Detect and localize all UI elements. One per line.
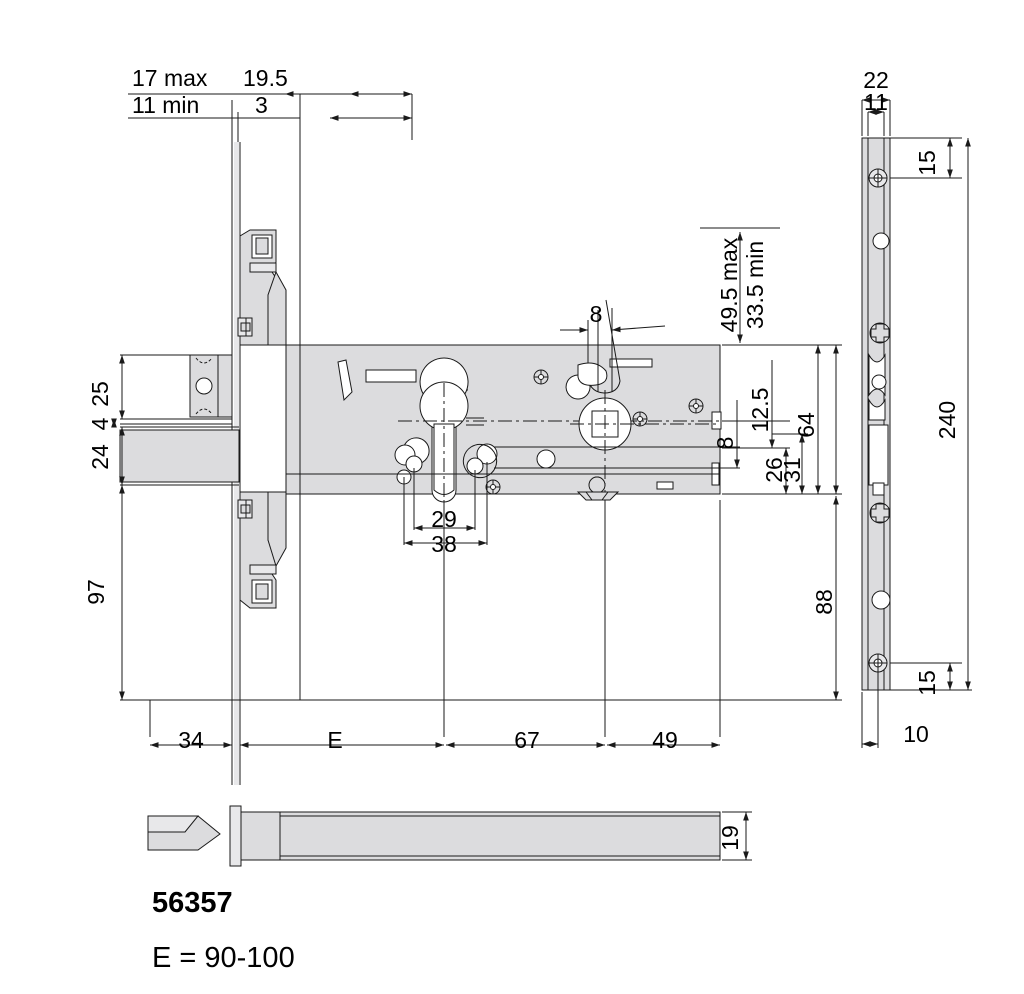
backset-note: E = 90-100 xyxy=(152,942,295,974)
inner-dim-8 xyxy=(560,325,666,333)
lock-case-body xyxy=(285,344,721,495)
dim-E: E xyxy=(327,727,342,753)
lower-hook-bolt xyxy=(237,491,287,609)
dim-19: 19 xyxy=(717,825,743,851)
dim-3: 3 xyxy=(255,92,268,118)
dim-34: 34 xyxy=(178,727,204,753)
dim-8-top: 8 xyxy=(590,301,603,327)
dim-97: 97 xyxy=(83,579,109,605)
dim-38: 38 xyxy=(431,531,457,557)
screw-head-5 xyxy=(485,479,501,495)
dim-67: 67 xyxy=(514,727,540,753)
dim-22: 22 xyxy=(863,67,889,93)
dim-12-5: 12.5 xyxy=(747,388,773,433)
dim-49-5max: 49.5 max xyxy=(716,237,742,332)
dim-11min: 11 min xyxy=(132,92,199,118)
bottom-dimension-lines xyxy=(149,500,740,748)
screw-head-4 xyxy=(688,398,704,414)
dim-49: 49 xyxy=(652,727,678,753)
dim-24: 24 xyxy=(87,444,113,470)
right-dimension-lines xyxy=(690,227,842,701)
dim-15-top: 15 xyxy=(914,150,940,176)
faceplate-screw-2 xyxy=(869,322,891,344)
follower-square-hole xyxy=(570,390,720,500)
dim-64: 64 xyxy=(793,412,819,438)
pin-holes-right xyxy=(462,443,498,479)
top-dimension-lines xyxy=(128,91,413,700)
dim-10: 10 xyxy=(903,721,929,747)
dim-240: 240 xyxy=(934,401,960,439)
dim-31: 31 xyxy=(779,457,805,483)
dim-29: 29 xyxy=(431,506,457,532)
dim-8-right: 8 xyxy=(712,437,738,450)
dim-25: 25 xyxy=(87,381,113,407)
faceplate-screw-bottom xyxy=(868,653,888,673)
screw-head-3 xyxy=(632,411,648,427)
bottom-anchor xyxy=(576,476,620,501)
dim-15-bottom: 15 xyxy=(914,670,940,696)
dim-33-5min: 33.5 min xyxy=(742,241,768,329)
plan-view xyxy=(147,805,752,867)
frame-bracket xyxy=(119,354,240,486)
product-code: 56357 xyxy=(152,887,233,919)
lever-linkage xyxy=(565,299,621,400)
faceplate-screw-top xyxy=(868,168,888,188)
lock-case-internals xyxy=(286,299,722,503)
screw-head-2 xyxy=(533,369,549,385)
dim-88: 88 xyxy=(811,589,837,615)
faceplate-screw-3 xyxy=(869,502,891,524)
dim-4: 4 xyxy=(87,417,113,430)
dim-19-5: 19.5 xyxy=(243,65,288,91)
dim-11: 11 xyxy=(864,89,888,115)
upper-hook-bolt xyxy=(237,229,287,346)
dim-17max: 17 max xyxy=(132,65,208,91)
pin-holes-left xyxy=(394,437,430,485)
faceplate-view xyxy=(861,97,972,748)
dim-26: 26 xyxy=(761,457,787,483)
